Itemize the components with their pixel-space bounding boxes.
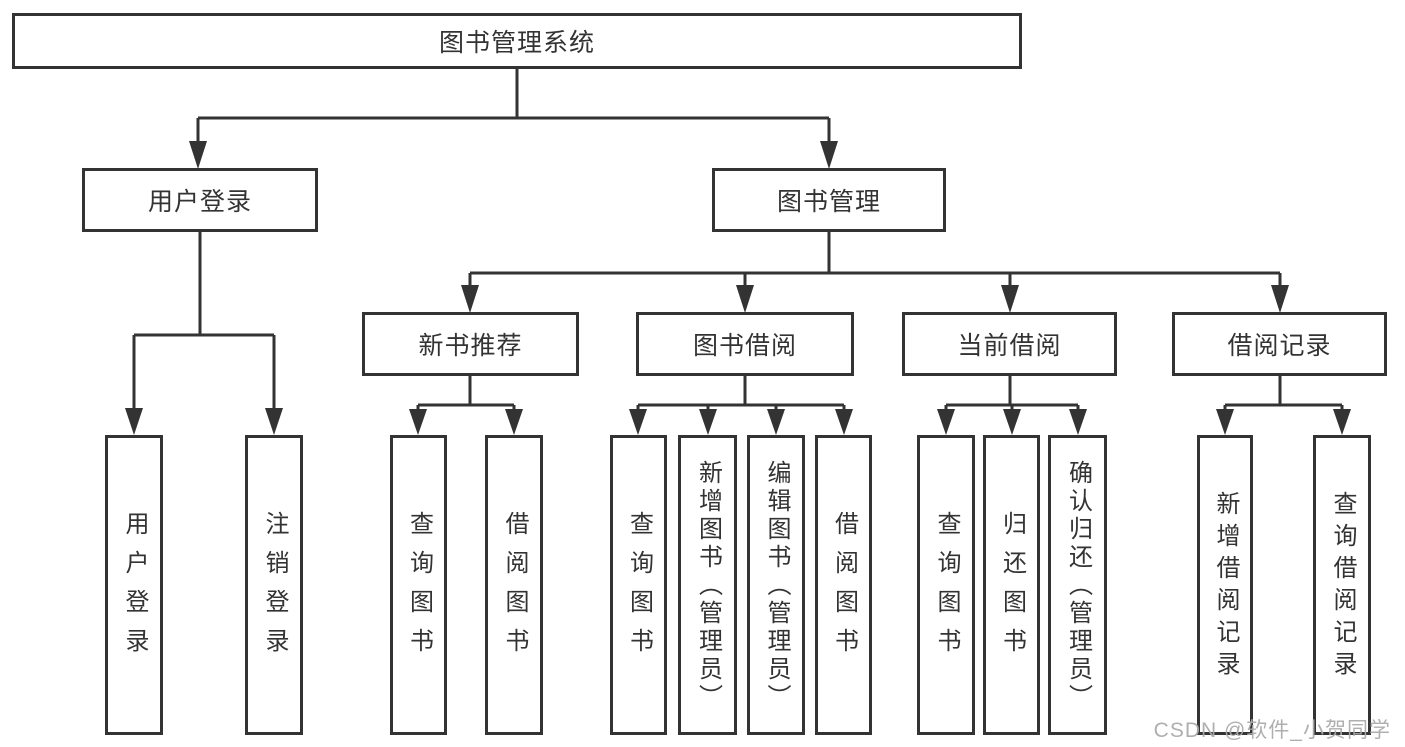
leaf-confirm-return-admin-label: 确认归还（管理员）: [1064, 460, 1092, 712]
node-current-borrowing: 当前借阅: [902, 312, 1117, 376]
leaf-query-books-2: 查询图书: [610, 435, 667, 735]
leaf-query-books-3: 查询图书: [917, 435, 975, 735]
leaf-confirm-return-admin: 确认归还（管理员）: [1048, 435, 1107, 735]
leaf-user-login-label: 用户登录: [121, 511, 148, 667]
leaf-add-book-admin-label: 新增图书（管理员）: [694, 460, 722, 712]
leaf-add-book-admin: 新增图书（管理员）: [678, 435, 737, 735]
leaf-borrow-books-2-label: 借阅图书: [830, 511, 858, 667]
leaf-query-books-3-label: 查询图书: [933, 511, 960, 667]
leaf-add-borrow-record: 新增借阅记录: [1197, 435, 1253, 735]
leaf-return-book: 归还图书: [983, 435, 1040, 735]
leaf-user-login: 用户登录: [105, 435, 163, 735]
leaf-logout: 注销登录: [245, 435, 303, 735]
leaf-borrow-books-1: 借阅图书: [485, 435, 543, 735]
leaf-query-borrow-record: 查询借阅记录: [1313, 435, 1371, 735]
leaf-edit-book-admin: 编辑图书（管理员）: [747, 435, 805, 735]
leaf-query-books-2-label: 查询图书: [625, 511, 653, 667]
node-new-book-recommend: 新书推荐: [362, 312, 579, 376]
node-library-system: 图书管理系统: [12, 13, 1022, 69]
leaf-add-borrow-record-label: 新增借阅记录: [1212, 491, 1239, 683]
leaf-edit-book-admin-label: 编辑图书（管理员）: [763, 460, 790, 712]
leaf-borrow-books-1-label: 借阅图书: [501, 511, 528, 667]
node-borrowing-records: 借阅记录: [1172, 312, 1387, 376]
leaf-logout-label: 注销登录: [261, 511, 288, 667]
node-book-borrowing: 图书借阅: [636, 312, 854, 376]
leaf-borrow-books-2: 借阅图书: [815, 435, 872, 735]
leaf-query-books-1: 查询图书: [390, 435, 447, 735]
leaf-query-books-1-label: 查询图书: [405, 511, 433, 667]
node-user-login: 用户登录: [82, 168, 318, 232]
node-book-management: 图书管理: [712, 168, 946, 232]
leaf-query-borrow-record-label: 查询借阅记录: [1329, 491, 1356, 683]
watermark: CSDN @软件_小贺同学: [1153, 719, 1391, 742]
leaf-return-book-label: 归还图书: [998, 511, 1026, 667]
